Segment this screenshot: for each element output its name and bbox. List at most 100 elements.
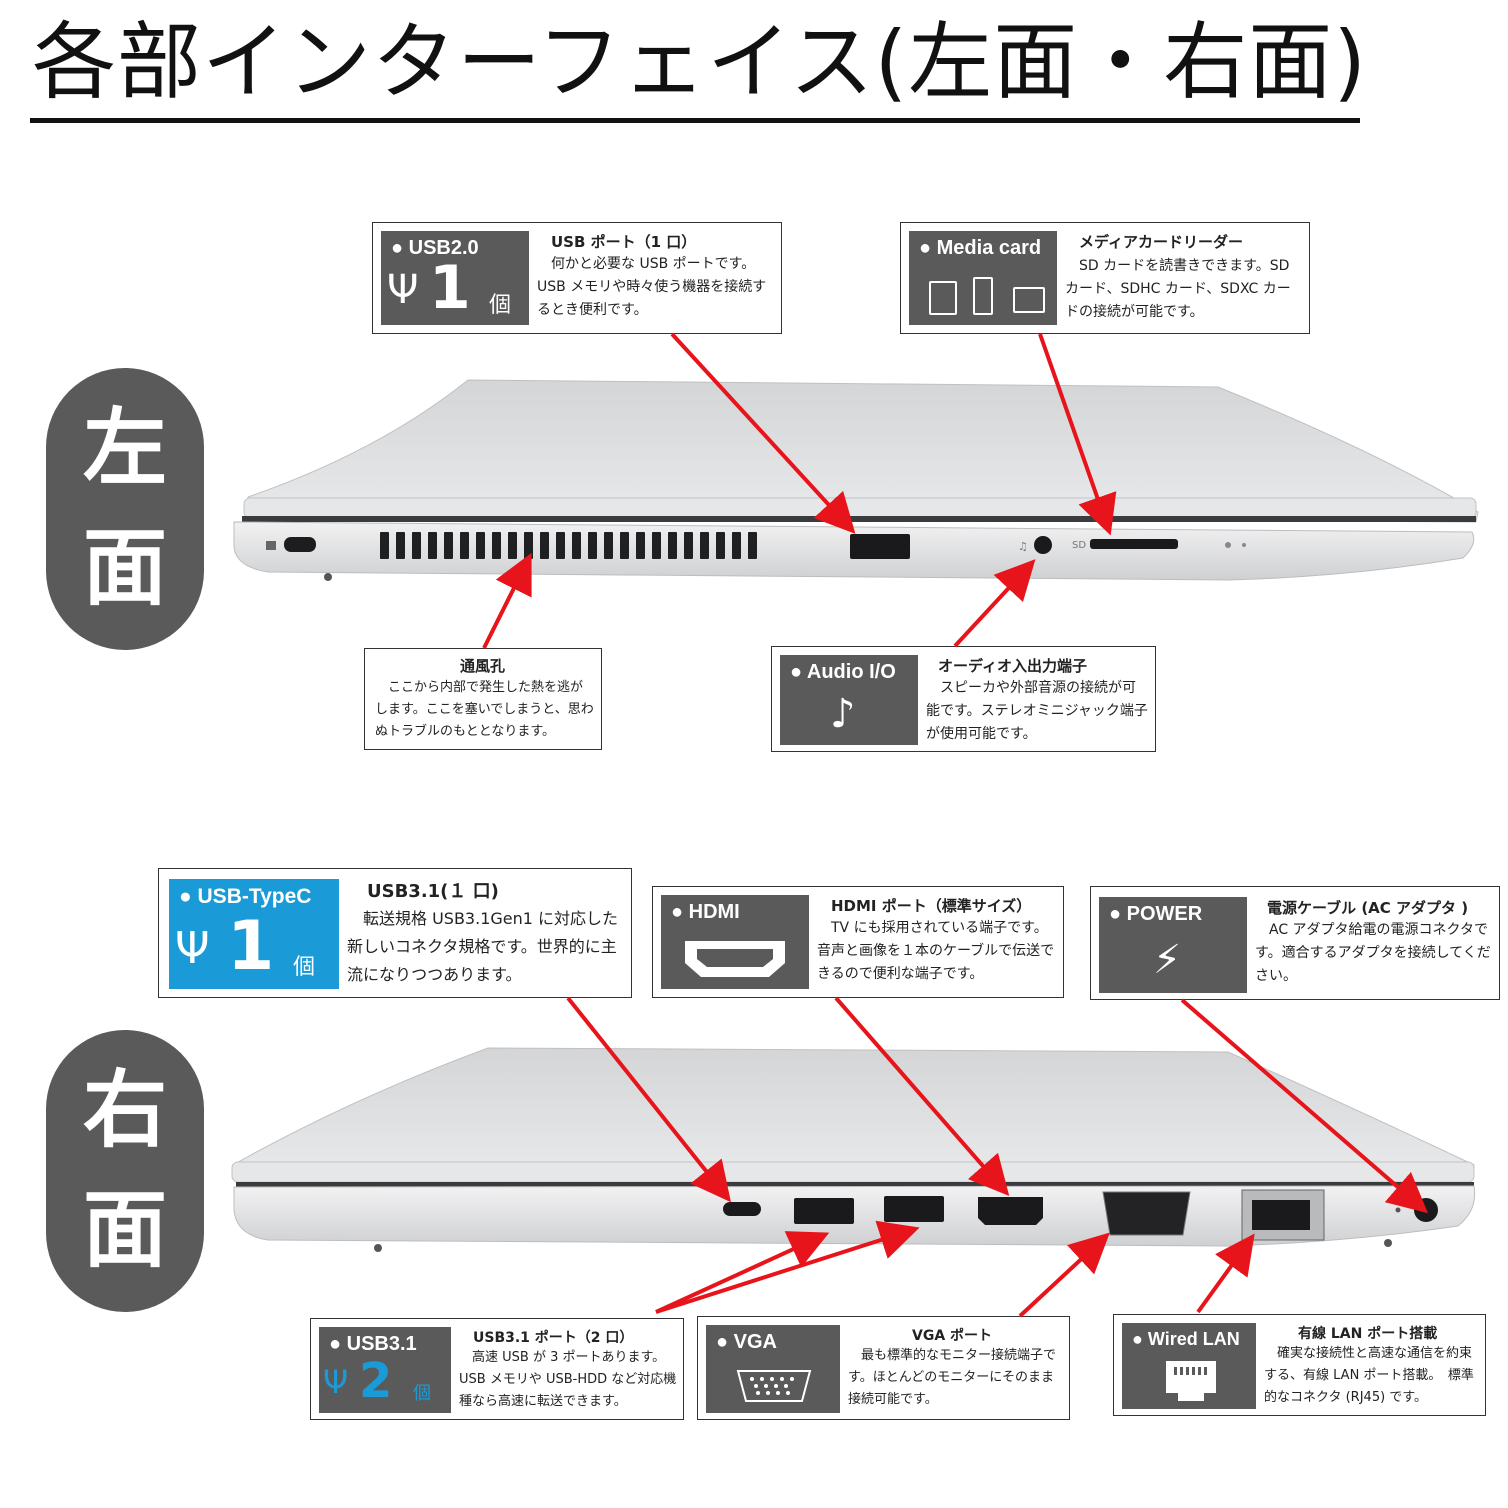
hdmi-body: TV にも採用されている端子です。 音声と画像を１本のケーブルで伝送できるので便… xyxy=(817,920,1055,982)
badge-usb20: ● USB2.0 Ψ 1 個 xyxy=(381,231,529,325)
arrow-typec xyxy=(566,996,731,1203)
badge-media-title: ● Media card xyxy=(919,237,1042,259)
badge-usb20-title: ● USB2.0 xyxy=(391,237,479,259)
audio-body: スピーカや外部音源の接続が可能です。ステレオミニジャック端子が使用可能です。 xyxy=(926,680,1148,742)
arrow-usb31-b xyxy=(655,1220,920,1314)
usb31-count: 2 xyxy=(359,1353,393,1409)
left-label-char2: 面 xyxy=(82,519,167,617)
badge-vga-title: ● VGA xyxy=(716,1331,777,1353)
usb20-unit: 個 xyxy=(489,293,512,318)
hdmi-icon xyxy=(685,941,785,977)
headphone-icon: ♫ xyxy=(1018,540,1028,553)
lock-icon xyxy=(266,541,276,550)
power-heading: 電源ケーブル (AC アダプタ ) xyxy=(1267,899,1469,917)
badge-hdmi: ● HDMI xyxy=(661,895,809,989)
badge-usb31: ● USB3.1 Ψ 2 個 xyxy=(319,1327,451,1413)
left-label-char1: 左 xyxy=(82,399,167,497)
typec-body: 転送規格 USB3.1Gen1 に対応した新しいコネクタ規格です。世界的に主流に… xyxy=(347,909,619,984)
badge-hdmi-title: ● HDMI xyxy=(671,901,740,923)
callout-usb20: ● USB2.0 Ψ 1 個 USB ポート（1 口） 何かと必要な USB ポ… xyxy=(372,222,782,334)
music-note-icon: ♪ xyxy=(830,691,856,737)
vent-grille xyxy=(380,532,757,559)
usb-icon: Ψ xyxy=(175,923,210,974)
usb-icon: Ψ xyxy=(387,267,419,313)
hdmi-heading: HDMI ポート（標準サイズ） xyxy=(831,897,1032,915)
left-side-label: 左 面 xyxy=(46,368,204,650)
usb-icon: Ψ xyxy=(323,1363,349,1401)
power-plug-icon: ⚡ xyxy=(1153,937,1182,983)
arrow-hdmi xyxy=(834,996,1010,1197)
arrow-power xyxy=(1180,998,1429,1214)
badge-audio-title: ● Audio I/O xyxy=(790,661,896,683)
arrow-media xyxy=(1038,333,1117,536)
media-heading: メディアカードリーダー xyxy=(1079,233,1243,251)
badge-lan: ● Wired LAN xyxy=(1122,1323,1256,1409)
usb-a-port-1 xyxy=(794,1198,854,1224)
usb31-unit: 個 xyxy=(413,1383,431,1404)
callout-power: ● POWER ⚡ 電源ケーブル (AC アダプタ ) AC アダプタ給電の電源… xyxy=(1090,886,1500,1000)
media-body: SD カードを読書きできます。SD カード、SDHC カード、SDXC カードの… xyxy=(1065,258,1291,320)
rubber-foot xyxy=(324,573,332,581)
hdmi-port xyxy=(978,1197,1043,1225)
badge-audio: ● Audio I/O ♪ xyxy=(780,655,918,745)
typec-count: 1 xyxy=(227,907,275,986)
usb-a-port-left xyxy=(850,534,910,559)
lan-port xyxy=(1252,1200,1310,1230)
right-label-char1: 右 xyxy=(82,1061,167,1159)
ethernet-icon xyxy=(1166,1361,1216,1401)
badge-usb31-title: ● USB3.1 xyxy=(329,1333,417,1355)
typec-unit: 個 xyxy=(293,955,316,980)
usb-a-port-2 xyxy=(884,1196,944,1222)
title-underline xyxy=(30,118,1360,123)
badge-media: ● Media card xyxy=(909,231,1057,325)
vent-heading: 通風孔 xyxy=(460,657,506,675)
lan-heading: 有線 LAN ポート搭載 xyxy=(1298,1326,1438,1342)
arrow-usb31-a xyxy=(655,1231,830,1314)
laptop-left-side: ♫ SD xyxy=(233,379,1479,581)
badge-vga: ● VGA xyxy=(706,1325,840,1413)
status-led xyxy=(1242,543,1246,547)
callout-usb31: ● USB3.1 Ψ 2 個 USB3.1 ポート（2 口） 高速 USB が … xyxy=(310,1318,684,1420)
page-title: 各部インターフェイス(左面・右面) xyxy=(32,13,1367,111)
usb20-body: 何かと必要な USB ポートです。 USB メモリや時々使う機器を接続するとき便… xyxy=(537,256,767,318)
rubber-foot xyxy=(374,1244,382,1252)
drive-led-icon xyxy=(1225,542,1231,548)
memory-card-icon xyxy=(1013,287,1045,313)
callout-hdmi: ● HDMI HDMI ポート（標準サイズ） TV にも採用されている端子です。… xyxy=(652,886,1064,998)
vga-body: 最も標準的なモニター接続端子です。ほとんどのモニターにそのまま接続可能です。 xyxy=(848,1348,1057,1407)
callout-audio: ● Audio I/O ♪ オーディオ入出力端子 スピーカや外部音源の接続が可能… xyxy=(771,646,1156,752)
usb31-body: 高速 USB が 3 ポートあります。USB メモリや USB-HDD など対応… xyxy=(459,1350,677,1409)
micro-card-icon xyxy=(973,277,993,315)
vent-body: ここから内部で発生した熱を逃がします。ここを塞いでしまうと、思わぬトラブルのもと… xyxy=(375,680,594,739)
sd-card-icon xyxy=(929,281,957,315)
arrow-lan xyxy=(1196,1233,1255,1314)
badge-power: ● POWER ⚡ xyxy=(1099,897,1247,993)
arrow-vga xyxy=(1018,1232,1110,1318)
sd-label: SD xyxy=(1072,540,1086,551)
sd-card-slot xyxy=(1090,539,1178,549)
right-label-char2: 面 xyxy=(82,1181,167,1279)
callout-media-card: ● Media card メディアカードリーダー SD カードを読書きできます。… xyxy=(900,222,1310,334)
lan-body: 確実な接続性と高速な通信を約束する、有線 LAN ポート搭載。 標準的なコネクタ… xyxy=(1264,1346,1474,1405)
security-lock-slot xyxy=(284,537,316,552)
vga-port xyxy=(1102,1191,1191,1236)
usb-c-port xyxy=(723,1202,761,1216)
audio-heading: オーディオ入出力端子 xyxy=(938,657,1087,675)
usb20-heading: USB ポート（1 口） xyxy=(551,233,697,251)
vga-heading: VGA ポート xyxy=(912,1328,993,1344)
badge-typec: ● USB-TypeC Ψ 1 個 xyxy=(169,879,339,989)
arrow-audio xyxy=(953,559,1036,648)
vga-icon xyxy=(736,1370,812,1402)
callout-vga: ● VGA VGA ポート 最も標準的なモニター接続端子です。ほとんどのモニター… xyxy=(697,1316,1070,1420)
badge-typec-title: ● USB-TypeC xyxy=(179,885,312,908)
laptop-right-side xyxy=(231,1047,1476,1252)
callout-usb-typec: ● USB-TypeC Ψ 1 個 USB3.1(１ 口) 転送規格 USB3.… xyxy=(158,868,632,998)
typec-heading: USB3.1(１ 口) xyxy=(367,881,499,902)
arrow-vent xyxy=(482,552,532,649)
power-body: AC アダプタ給電の電源コネクタです。適合するアダプタを接続してください。 xyxy=(1255,922,1491,984)
callout-vent: 通風孔 ここから内部で発生した熱を逃がします。ここを塞いでしまうと、思わぬトラブ… xyxy=(364,648,602,750)
arrow-usb20 xyxy=(670,332,856,534)
usb31-heading: USB3.1 ポート（2 口） xyxy=(473,1330,634,1346)
badge-power-title: ● POWER xyxy=(1109,903,1203,925)
